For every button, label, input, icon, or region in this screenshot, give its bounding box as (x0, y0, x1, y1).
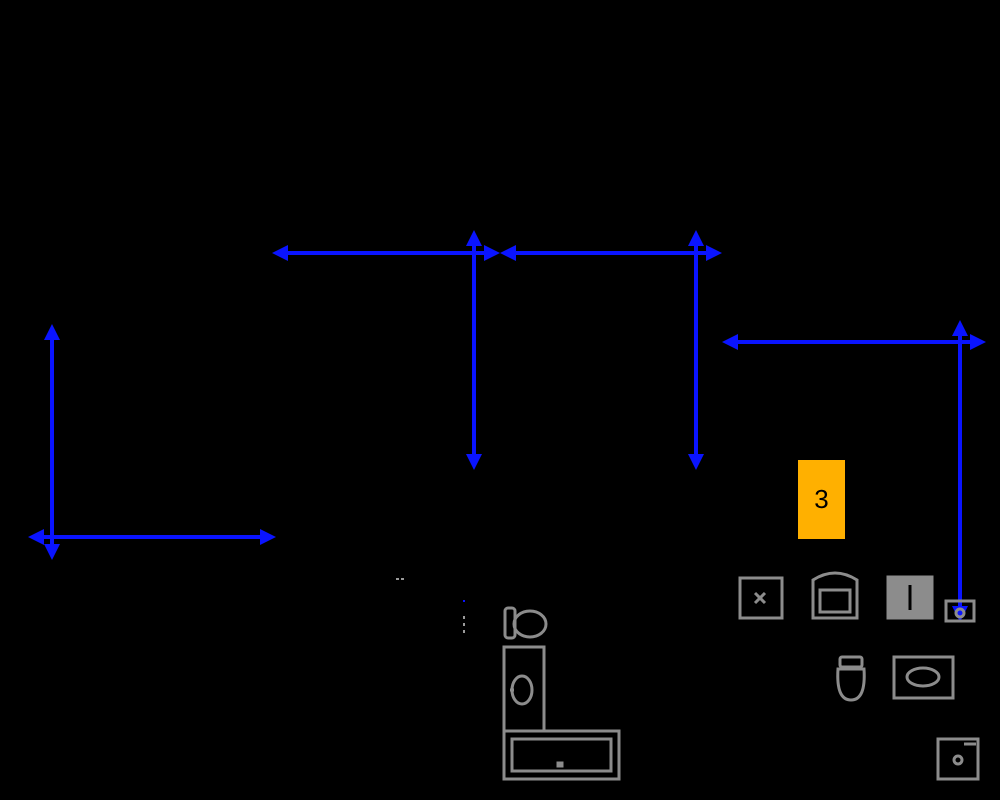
fixtures (502, 571, 980, 781)
basin-icon (892, 655, 955, 700)
bathtub-icon (502, 729, 621, 781)
room-number-label: 3 (814, 484, 829, 514)
shower-icon (936, 737, 980, 781)
tall-cabinet-icon (886, 575, 934, 620)
toilet-icon (836, 655, 866, 702)
sink-icon (502, 645, 546, 733)
dimension-lines (28, 230, 986, 622)
toilet-icon (503, 606, 548, 640)
marker-box (798, 460, 845, 539)
appliance-icon (738, 576, 784, 620)
small-appliance-icon (944, 599, 976, 623)
small-marks (396, 578, 465, 633)
cabinet-icon (811, 571, 859, 620)
